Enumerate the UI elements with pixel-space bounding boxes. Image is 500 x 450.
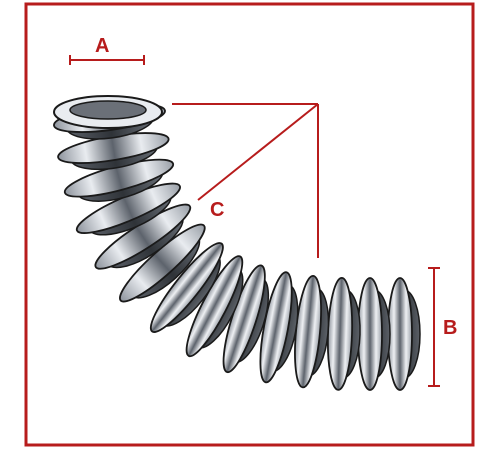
dimension-b: B — [428, 267, 457, 387]
hose-ridge — [259, 271, 293, 384]
dimension-a: A — [69, 35, 145, 65]
hose-ridge — [119, 223, 206, 303]
hose-ridge — [185, 255, 244, 358]
hose-ridge — [387, 277, 413, 391]
dimension-c: C — [172, 103, 319, 258]
label-c: C — [210, 199, 224, 221]
label-b: B — [443, 317, 457, 339]
corrugated-hose — [53, 95, 421, 391]
hose-opening — [69, 100, 147, 120]
label-a: A — [95, 35, 109, 57]
hose-ridge — [149, 242, 224, 333]
hose-ridge — [357, 277, 383, 391]
